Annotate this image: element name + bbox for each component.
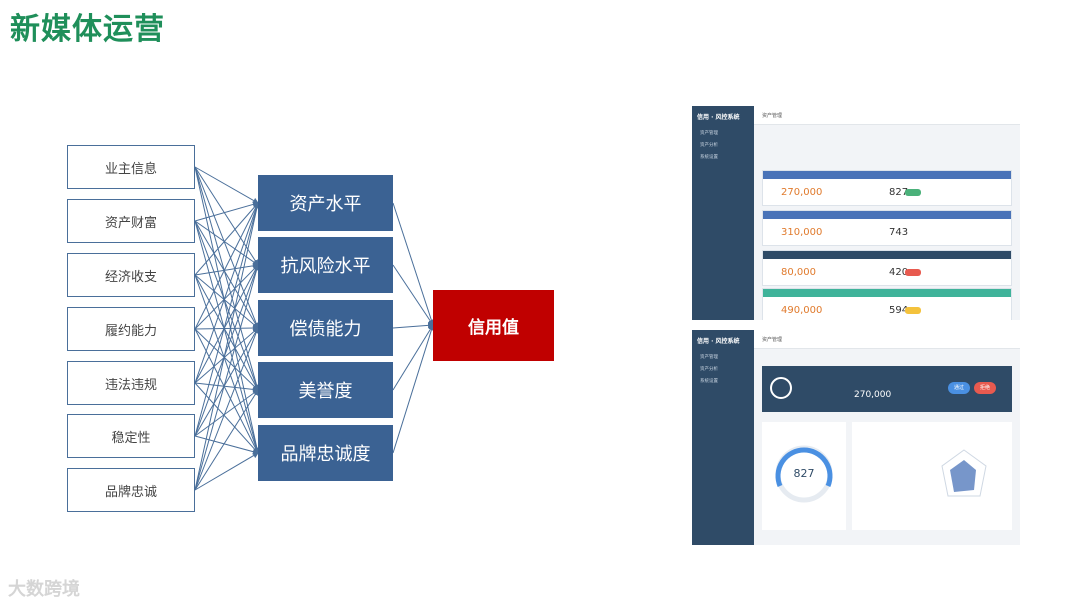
asset-amount: 310,000 xyxy=(781,227,823,238)
detail-banner: 270,000 通过 拒绝 xyxy=(762,366,1012,412)
connector-line xyxy=(194,328,259,391)
connector-line xyxy=(392,322,434,329)
asset-amount: 270,000 xyxy=(781,187,823,198)
credit-score: 743 xyxy=(889,227,909,238)
radar-chart xyxy=(941,449,987,497)
asset-card[interactable]: 490,000 594 xyxy=(762,288,1012,320)
connector-line xyxy=(194,327,259,384)
input-box: 经济收支 xyxy=(67,253,195,297)
connector-line xyxy=(194,166,259,204)
connector-line xyxy=(194,262,259,276)
input-box: 业主信息 xyxy=(67,145,195,189)
connector-line xyxy=(194,328,259,454)
input-box: 稳定性 xyxy=(67,414,195,458)
credit-score: 420 xyxy=(889,267,909,278)
screenshot-menu-item: 系统设置 xyxy=(700,379,718,384)
avatar xyxy=(770,377,792,399)
gauge-score: 827 xyxy=(793,467,815,480)
connector-line xyxy=(194,274,259,329)
connector-line xyxy=(194,202,260,384)
connector-line xyxy=(392,324,434,391)
connector-line xyxy=(194,166,259,266)
asset-card-header xyxy=(763,211,1011,219)
connector-line xyxy=(194,264,260,437)
asset-card[interactable]: 270,000 827 xyxy=(762,170,1012,206)
asset-card-header xyxy=(763,251,1011,259)
asset-amount: 80,000 xyxy=(781,267,816,278)
connector-line xyxy=(194,264,260,491)
radar-panel xyxy=(852,422,1012,530)
screenshot-menu-item: 资产分析 xyxy=(700,367,718,372)
connector-line xyxy=(194,327,259,491)
screenshot-sidebar: 信用 · 风控系统 资产管理 资产分析 系统设置 xyxy=(692,106,754,320)
input-box: 履约能力 xyxy=(67,307,195,351)
input-box: 资产财富 xyxy=(67,199,195,243)
status-badge xyxy=(905,189,921,196)
screenshot-menu-item: 资产管理 xyxy=(700,355,718,360)
connector-line xyxy=(194,264,259,384)
screenshot-sidebar: 信用 · 风控系统 资产管理 资产分析 系统设置 xyxy=(692,330,754,545)
connector-line xyxy=(194,220,260,454)
connector-line xyxy=(194,435,259,455)
connector-line xyxy=(194,202,259,330)
asset-card-header xyxy=(763,171,1011,179)
connector-line xyxy=(194,166,260,391)
input-box: 违法违规 xyxy=(67,361,195,405)
connector-line xyxy=(194,389,259,437)
status-badge xyxy=(905,269,921,276)
connector-line xyxy=(194,264,259,330)
score-panel: 827 xyxy=(762,422,846,530)
connector-line xyxy=(194,202,260,491)
status-badge xyxy=(905,307,921,314)
factor-box: 美誉度 xyxy=(258,362,393,418)
connector-line xyxy=(392,202,435,326)
connector-line xyxy=(194,389,259,491)
page-title: 新媒体运营 xyxy=(10,12,165,47)
connector-line xyxy=(194,274,259,391)
screenshot-brand: 信用 · 风控系统 xyxy=(697,338,740,345)
connector-line xyxy=(194,382,259,393)
pass-button[interactable]: 通过 xyxy=(948,382,970,394)
connector-line xyxy=(194,220,259,329)
connector-line xyxy=(194,220,260,391)
connector-line xyxy=(194,202,259,276)
connector-line xyxy=(194,202,260,437)
asset-card[interactable]: 80,000 420 xyxy=(762,250,1012,286)
screenshot-asset-detail: 信用 · 风控系统 资产管理 资产分析 系统设置 资产管理 270,000 通过… xyxy=(692,330,1020,545)
detail-amount: 270,000 xyxy=(854,390,892,400)
credit-score: 827 xyxy=(889,187,909,198)
watermark-logo: 大数跨境 xyxy=(8,579,80,600)
screenshot-menu-item: 资产分析 xyxy=(700,143,718,148)
screenshot-menu-item: 系统设置 xyxy=(700,155,718,160)
reject-button[interactable]: 拒绝 xyxy=(974,382,996,394)
connector-line xyxy=(392,264,434,326)
score-gauge xyxy=(775,445,833,503)
screenshot-brand: 信用 · 风控系统 xyxy=(697,114,740,121)
connector-line xyxy=(194,166,260,454)
connector-line xyxy=(194,325,259,332)
input-box: 品牌忠诚 xyxy=(67,468,195,512)
factor-box: 抗风险水平 xyxy=(258,237,393,293)
asset-card[interactable]: 310,000 743 xyxy=(762,210,1012,246)
connector-line xyxy=(194,201,259,222)
connector-line xyxy=(194,274,260,454)
connector-line xyxy=(194,382,259,454)
connector-line xyxy=(194,220,259,266)
asset-card-header xyxy=(763,289,1011,297)
connector-line xyxy=(392,324,435,454)
connector-line xyxy=(194,452,259,491)
screenshot-asset-list: 信用 · 风控系统 资产管理 资产分析 系统设置 资产管理 270,000 827… xyxy=(692,106,1020,320)
credit-score: 594 xyxy=(889,305,909,316)
factor-box: 品牌忠诚度 xyxy=(258,425,393,481)
factor-box: 资产水平 xyxy=(258,175,393,231)
credit-value-box: 信用值 xyxy=(433,290,554,361)
connector-line xyxy=(194,327,259,437)
asset-amount: 490,000 xyxy=(781,305,823,316)
screenshot-menu-item: 资产管理 xyxy=(700,131,718,136)
screenshot-header: 资产管理 xyxy=(754,106,1020,125)
factor-box: 偿债能力 xyxy=(258,300,393,356)
screenshot-header: 资产管理 xyxy=(754,330,1020,349)
